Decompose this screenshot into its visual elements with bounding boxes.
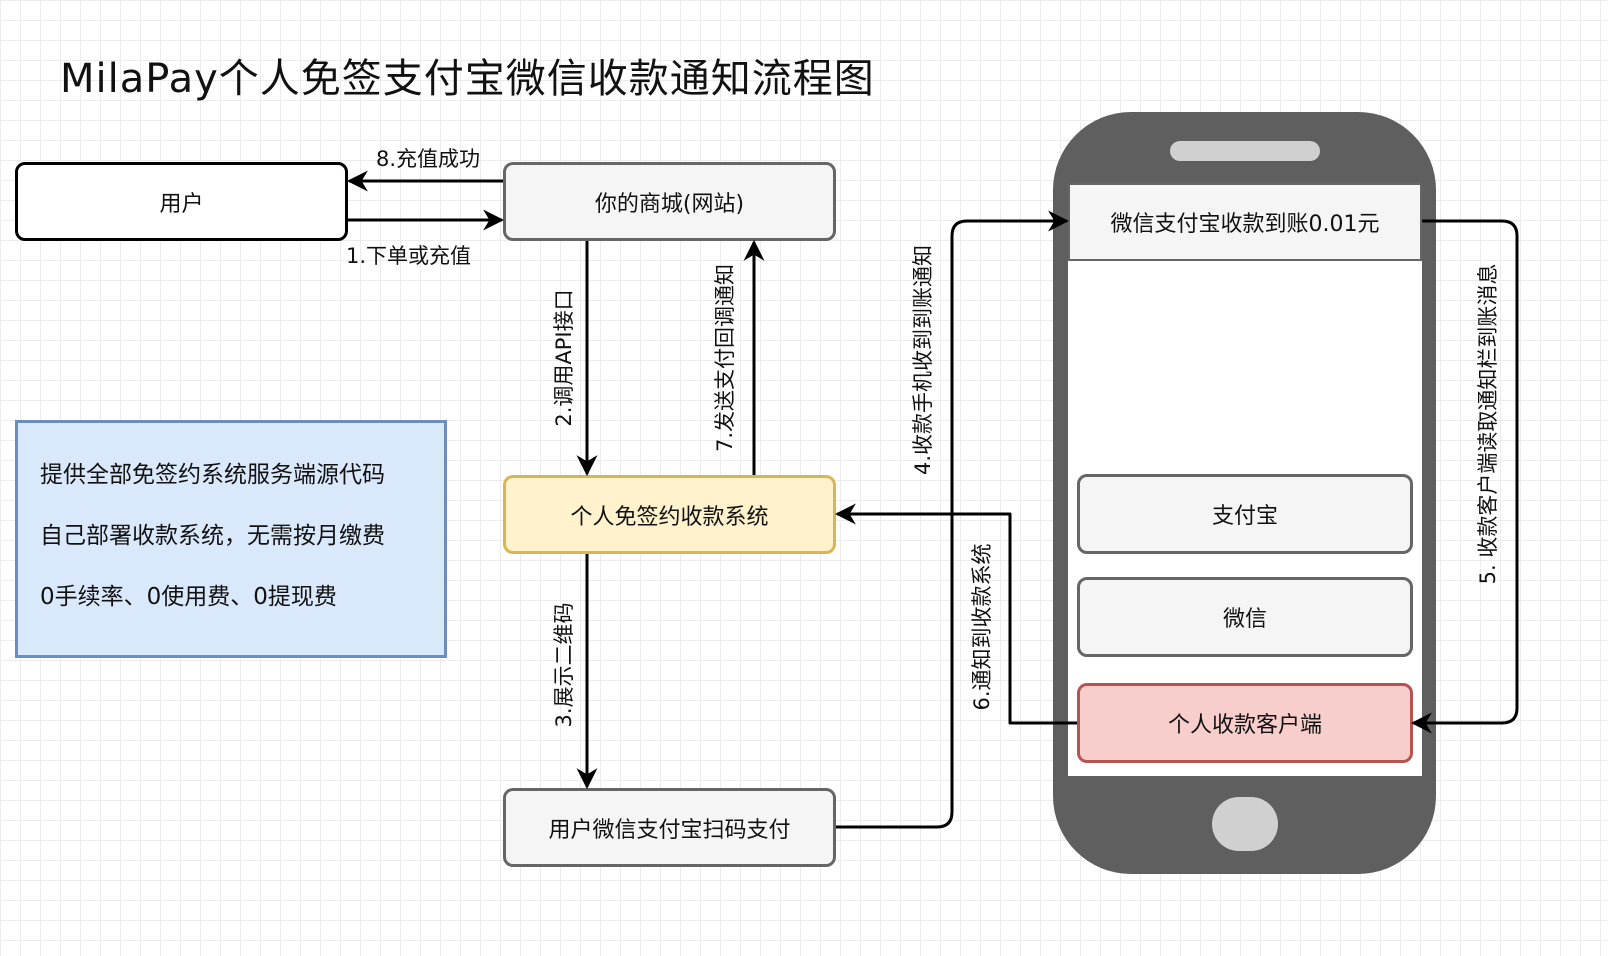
- edge-label-2: 2.调用API接口: [552, 289, 576, 427]
- edge-label-5: 5. 收款客户端读取通知栏到账消息: [1476, 263, 1500, 585]
- node-payment-system[interactable]: 个人免签约收款系统: [503, 475, 836, 554]
- node-user[interactable]: 用户: [15, 162, 348, 241]
- diagram-title: MilaPay个人免签支付宝微信收款通知流程图: [60, 56, 875, 102]
- edge-label-6: 6.通知到收款系统: [970, 543, 994, 711]
- edge-label-8: 8.充值成功: [376, 147, 481, 171]
- phone-alipay-app[interactable]: 支付宝: [1077, 474, 1413, 554]
- phone-payment-client-app[interactable]: 个人收款客户端: [1077, 683, 1413, 763]
- info-box: 提供全部免签约系统服务端源代码 自己部署收款系统，无需按月缴费 0手续率、0使用…: [15, 420, 447, 658]
- info-line: 提供全部免签约系统服务端源代码: [40, 462, 385, 488]
- node-shop-website[interactable]: 你的商城(网站): [503, 162, 836, 241]
- info-line: 自己部署收款系统，无需按月缴费: [40, 523, 385, 549]
- phone-speaker: [1170, 141, 1320, 161]
- phone-wechat-app[interactable]: 微信: [1077, 577, 1413, 657]
- info-line: 0手续率、0使用费、0提现费: [40, 584, 337, 610]
- edge-label-1: 1.下单或充值: [346, 244, 472, 268]
- edge-label-4: 4.收款手机收到到账通知: [911, 244, 935, 476]
- edge-6-arrow: [834, 503, 1077, 725]
- phone-notification-bar[interactable]: 微信支付宝收款到账0.01元: [1068, 183, 1422, 261]
- node-scan-pay[interactable]: 用户微信支付宝扫码支付: [503, 788, 836, 867]
- edge-label-3: 3.展示二维码: [552, 602, 576, 728]
- edge-4-arrow: [836, 210, 1070, 829]
- phone-home-button: [1212, 797, 1278, 851]
- edge-5-arrow: [1410, 219, 1519, 734]
- edge-label-7: 7.发送支付回调通知: [713, 263, 737, 453]
